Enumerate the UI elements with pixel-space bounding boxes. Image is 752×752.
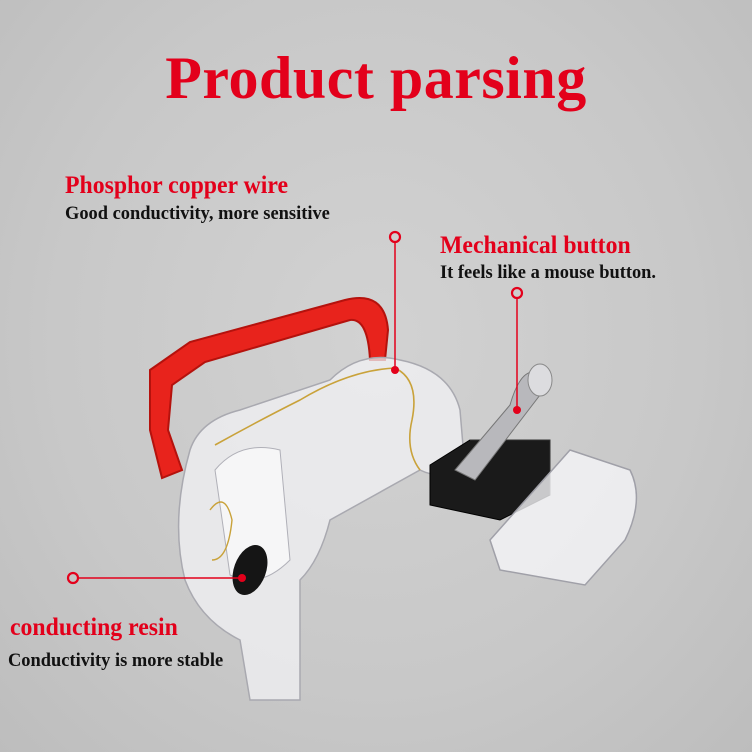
callout-description-wire: Good conductivity, more sensitive [65,203,330,224]
callout-description-resin: Conductivity is more stable [8,650,224,671]
copper-wire [214,367,421,471]
conducting-resin [232,544,268,596]
callout-description-button: It feels like a mouse button. [440,262,657,283]
callout-heading-button: Mechanical button [440,232,631,259]
clear-body [177,356,466,701]
clear-cap [489,449,638,586]
callout-marker-resin [66,571,246,585]
callout-heading-resin: conducting resin [10,614,178,641]
callout-heading-wire: Phosphor copper wire [65,172,289,199]
callout-marker-button [510,286,524,414]
callout-marker-wire [388,230,402,374]
page-title: Product parsing [165,45,587,111]
